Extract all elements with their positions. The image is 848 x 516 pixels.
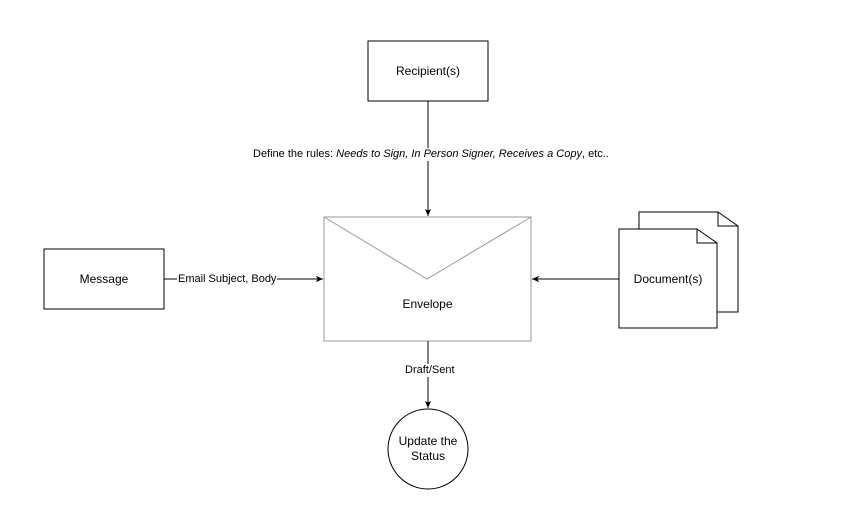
documents-back-page-fold: [717, 212, 738, 227]
status-node: [387, 408, 469, 490]
recipients-node: [367, 40, 489, 102]
message-edge-label: Email Subject, Body: [177, 273, 278, 286]
recipients-edge-label-roles: Needs to Sign, In Person Signer, Receive…: [336, 148, 582, 160]
status-edge-label-text: Draft/Sent: [405, 364, 455, 376]
documents-label-text: Document(s): [633, 271, 703, 286]
documents-label: Document(s): [619, 264, 717, 294]
recipients-label-text: Recipient(s): [395, 63, 461, 78]
documents-front-page: [618, 228, 718, 329]
envelope-label-text: Envelope: [402, 296, 453, 311]
message-label-text: Message: [79, 271, 129, 286]
message-edge-label-text: Email Subject, Body: [178, 273, 277, 285]
recipients-label: Recipient(s): [368, 41, 488, 101]
status-label-line1: Update the: [398, 434, 458, 448]
envelope-flap: [323, 216, 532, 280]
status-label: Update the Status: [388, 420, 468, 478]
recipients-edge-label: Define the rules: Needs to Sign, In Pers…: [252, 148, 610, 161]
envelope-label: Envelope: [324, 290, 531, 318]
recipients-edge-label-prefix: Define the rules:: [253, 148, 337, 160]
message-node: [43, 248, 165, 310]
documents-front-page-fold: [696, 229, 717, 244]
status-label-line2: Status: [410, 449, 446, 463]
message-label: Message: [44, 249, 164, 309]
status-edge-label: Draft/Sent: [404, 364, 456, 377]
recipients-edge-label-suffix: , etc..: [581, 148, 609, 160]
